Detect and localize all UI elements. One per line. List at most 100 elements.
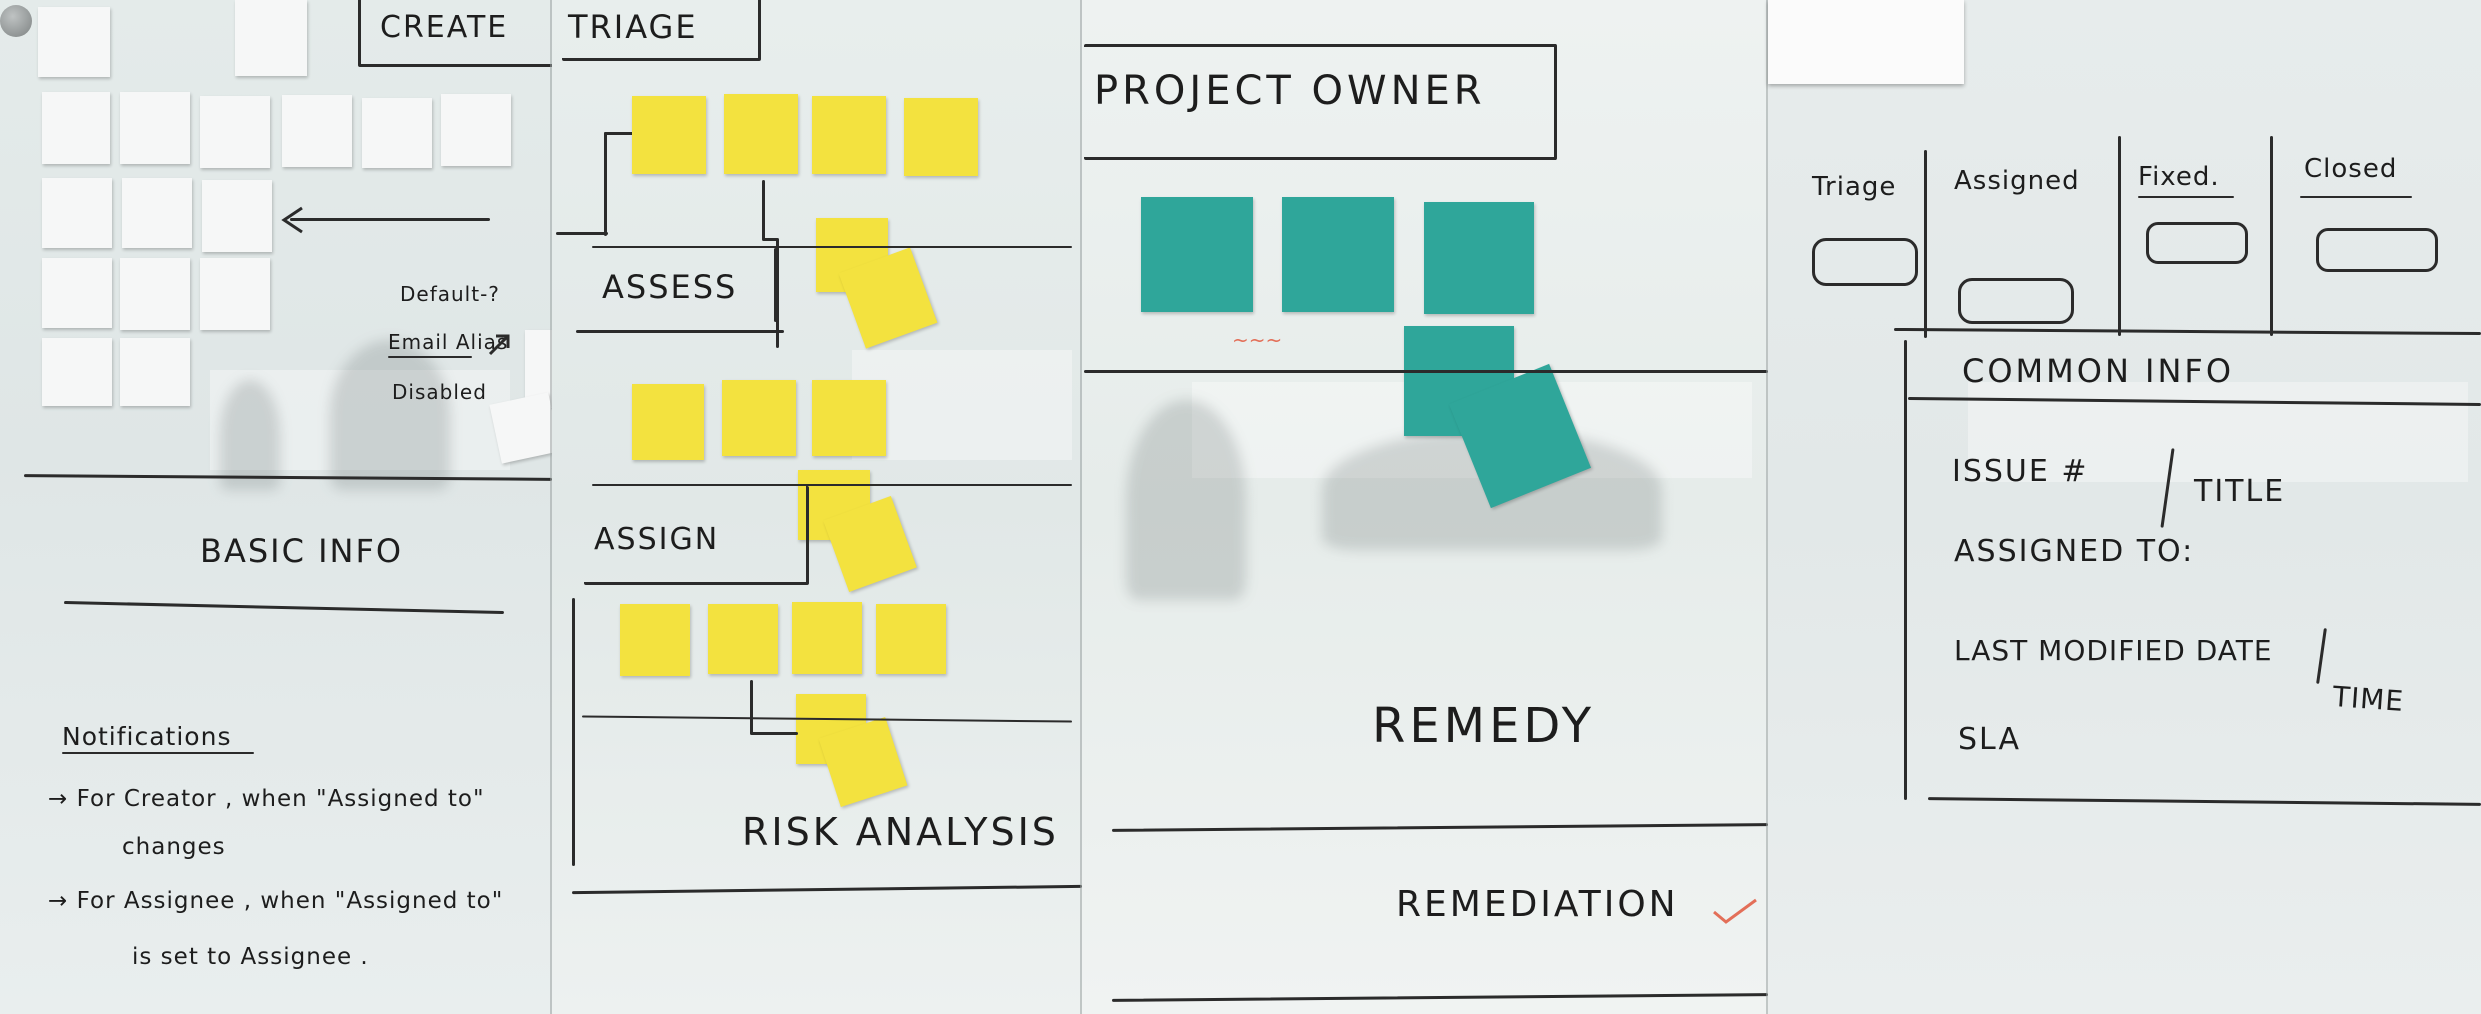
underline — [62, 752, 254, 754]
sticky-note — [724, 94, 798, 174]
check-mark-icon — [1713, 898, 1757, 924]
sticky-note — [441, 94, 511, 166]
notification-rule: changes — [122, 834, 226, 860]
connector-line — [776, 238, 779, 348]
connector-line — [774, 248, 777, 322]
project-owner-heading: PROJECT OWNER — [1094, 68, 1486, 114]
divider-line — [576, 330, 784, 333]
triage-frame — [562, 0, 761, 61]
status-column: Closed — [2304, 154, 2398, 184]
divider-line — [23, 474, 552, 481]
sticky-note — [120, 92, 190, 164]
common-info-heading: COMMON INFO — [1962, 352, 2235, 390]
sticky-note — [632, 384, 704, 460]
sticky-note — [42, 92, 110, 164]
sticky-note — [876, 604, 946, 674]
create-panel: CREATE Default-? Email Alias — [0, 0, 552, 1014]
connector-line — [556, 232, 608, 235]
sticky-note — [632, 96, 706, 174]
sticky-note — [1282, 197, 1394, 312]
sticky-note — [620, 604, 690, 676]
sticky-note — [1141, 197, 1253, 312]
sticky-note — [42, 258, 112, 328]
field-state-note: Disabled — [392, 380, 487, 404]
connector-line — [762, 180, 765, 240]
sticky-note — [42, 338, 112, 406]
notification-rule: → For Creator , when "Assigned to" — [48, 786, 485, 812]
arrow-line — [290, 218, 490, 221]
notifications-heading: Notifications — [62, 722, 232, 751]
divider-line — [572, 884, 1082, 895]
sticky-note — [362, 98, 432, 168]
risk-analysis-title: RISK ANALYSIS — [742, 810, 1059, 854]
divider-line — [1084, 370, 1768, 373]
frame-line — [1904, 340, 1907, 800]
sticky-note — [200, 96, 270, 168]
status-column: Assigned — [1954, 166, 2080, 196]
underline — [2138, 196, 2234, 198]
common-info-field: ISSUE # — [1952, 454, 2089, 489]
common-info-field: TITLE — [2194, 474, 2286, 509]
sticky-note — [42, 178, 112, 248]
remediation-label: REMEDIATION — [1396, 884, 1679, 925]
connector-line — [572, 598, 575, 866]
connector-line — [750, 732, 798, 735]
sticky-note — [489, 392, 552, 464]
status-field-sketch — [1812, 238, 1918, 286]
sticky-note — [235, 0, 307, 76]
field-state-note: Default-? — [400, 282, 500, 306]
stage-label-assess: ASSESS — [602, 268, 738, 306]
column-divider — [1924, 150, 1927, 338]
window-reflection — [210, 370, 510, 470]
sticky-note — [722, 380, 796, 456]
sticky-note — [812, 96, 886, 174]
remedy-label: REMEDY — [1372, 698, 1596, 754]
column-divider — [2270, 136, 2273, 336]
field-state-note: Email Alias — [388, 330, 509, 354]
divider-line — [592, 484, 1072, 486]
sticky-note — [120, 258, 190, 330]
divider-line — [1927, 797, 2481, 806]
column-divider — [2118, 136, 2121, 336]
divider-line — [592, 246, 1072, 248]
common-info-field: SLA — [1958, 722, 2021, 757]
common-info-field: LAST MODIFIED DATE — [1954, 634, 2273, 667]
common-info-field: ASSIGNED TO: — [1954, 534, 2195, 569]
sticky-note — [202, 180, 272, 252]
sticky-note — [812, 380, 886, 456]
divider-line — [1893, 327, 2481, 336]
status-column: Triage — [1812, 172, 1897, 202]
divider-line — [1111, 993, 1768, 1002]
status-field-sketch — [2316, 228, 2438, 272]
status-column: Fixed. — [2138, 162, 2220, 192]
sticky-note — [708, 604, 778, 674]
common-info-field: TIME — [2331, 680, 2406, 718]
window-reflection — [852, 350, 1072, 460]
stage-label-triage: TRIAGE — [568, 8, 698, 46]
stage-label-assign: ASSIGN — [594, 522, 720, 557]
underline — [2300, 196, 2412, 198]
status-field-sketch — [2146, 222, 2248, 264]
sticky-note — [792, 602, 862, 674]
person-reflection — [220, 380, 280, 490]
arrow-head-icon — [281, 206, 303, 234]
magnet — [0, 5, 32, 37]
notification-rule: is set to Assignee . — [132, 944, 369, 970]
connector-line — [762, 238, 778, 241]
create-heading-frame — [358, 0, 552, 67]
arrow-icon — [488, 334, 510, 356]
risk-analysis-panel: TRIAGE ASSESS ASSIGN — [552, 0, 1082, 1014]
notification-rule: → For Assignee , when "Assigned to" — [48, 888, 504, 914]
underline — [388, 356, 472, 358]
connector-line — [750, 680, 753, 734]
sticky-note — [904, 98, 978, 176]
status-field-sketch — [1958, 278, 2074, 324]
sticky-note — [120, 338, 190, 406]
remedy-panel: PROJECT OWNER ~~~ REMEDY REMEDIATION — [1082, 0, 1768, 1014]
printed-paper — [1768, 0, 1964, 84]
sticky-note — [1424, 202, 1534, 314]
field-separator — [2316, 628, 2327, 684]
sticky-note — [282, 95, 352, 167]
sticky-note — [122, 178, 192, 248]
